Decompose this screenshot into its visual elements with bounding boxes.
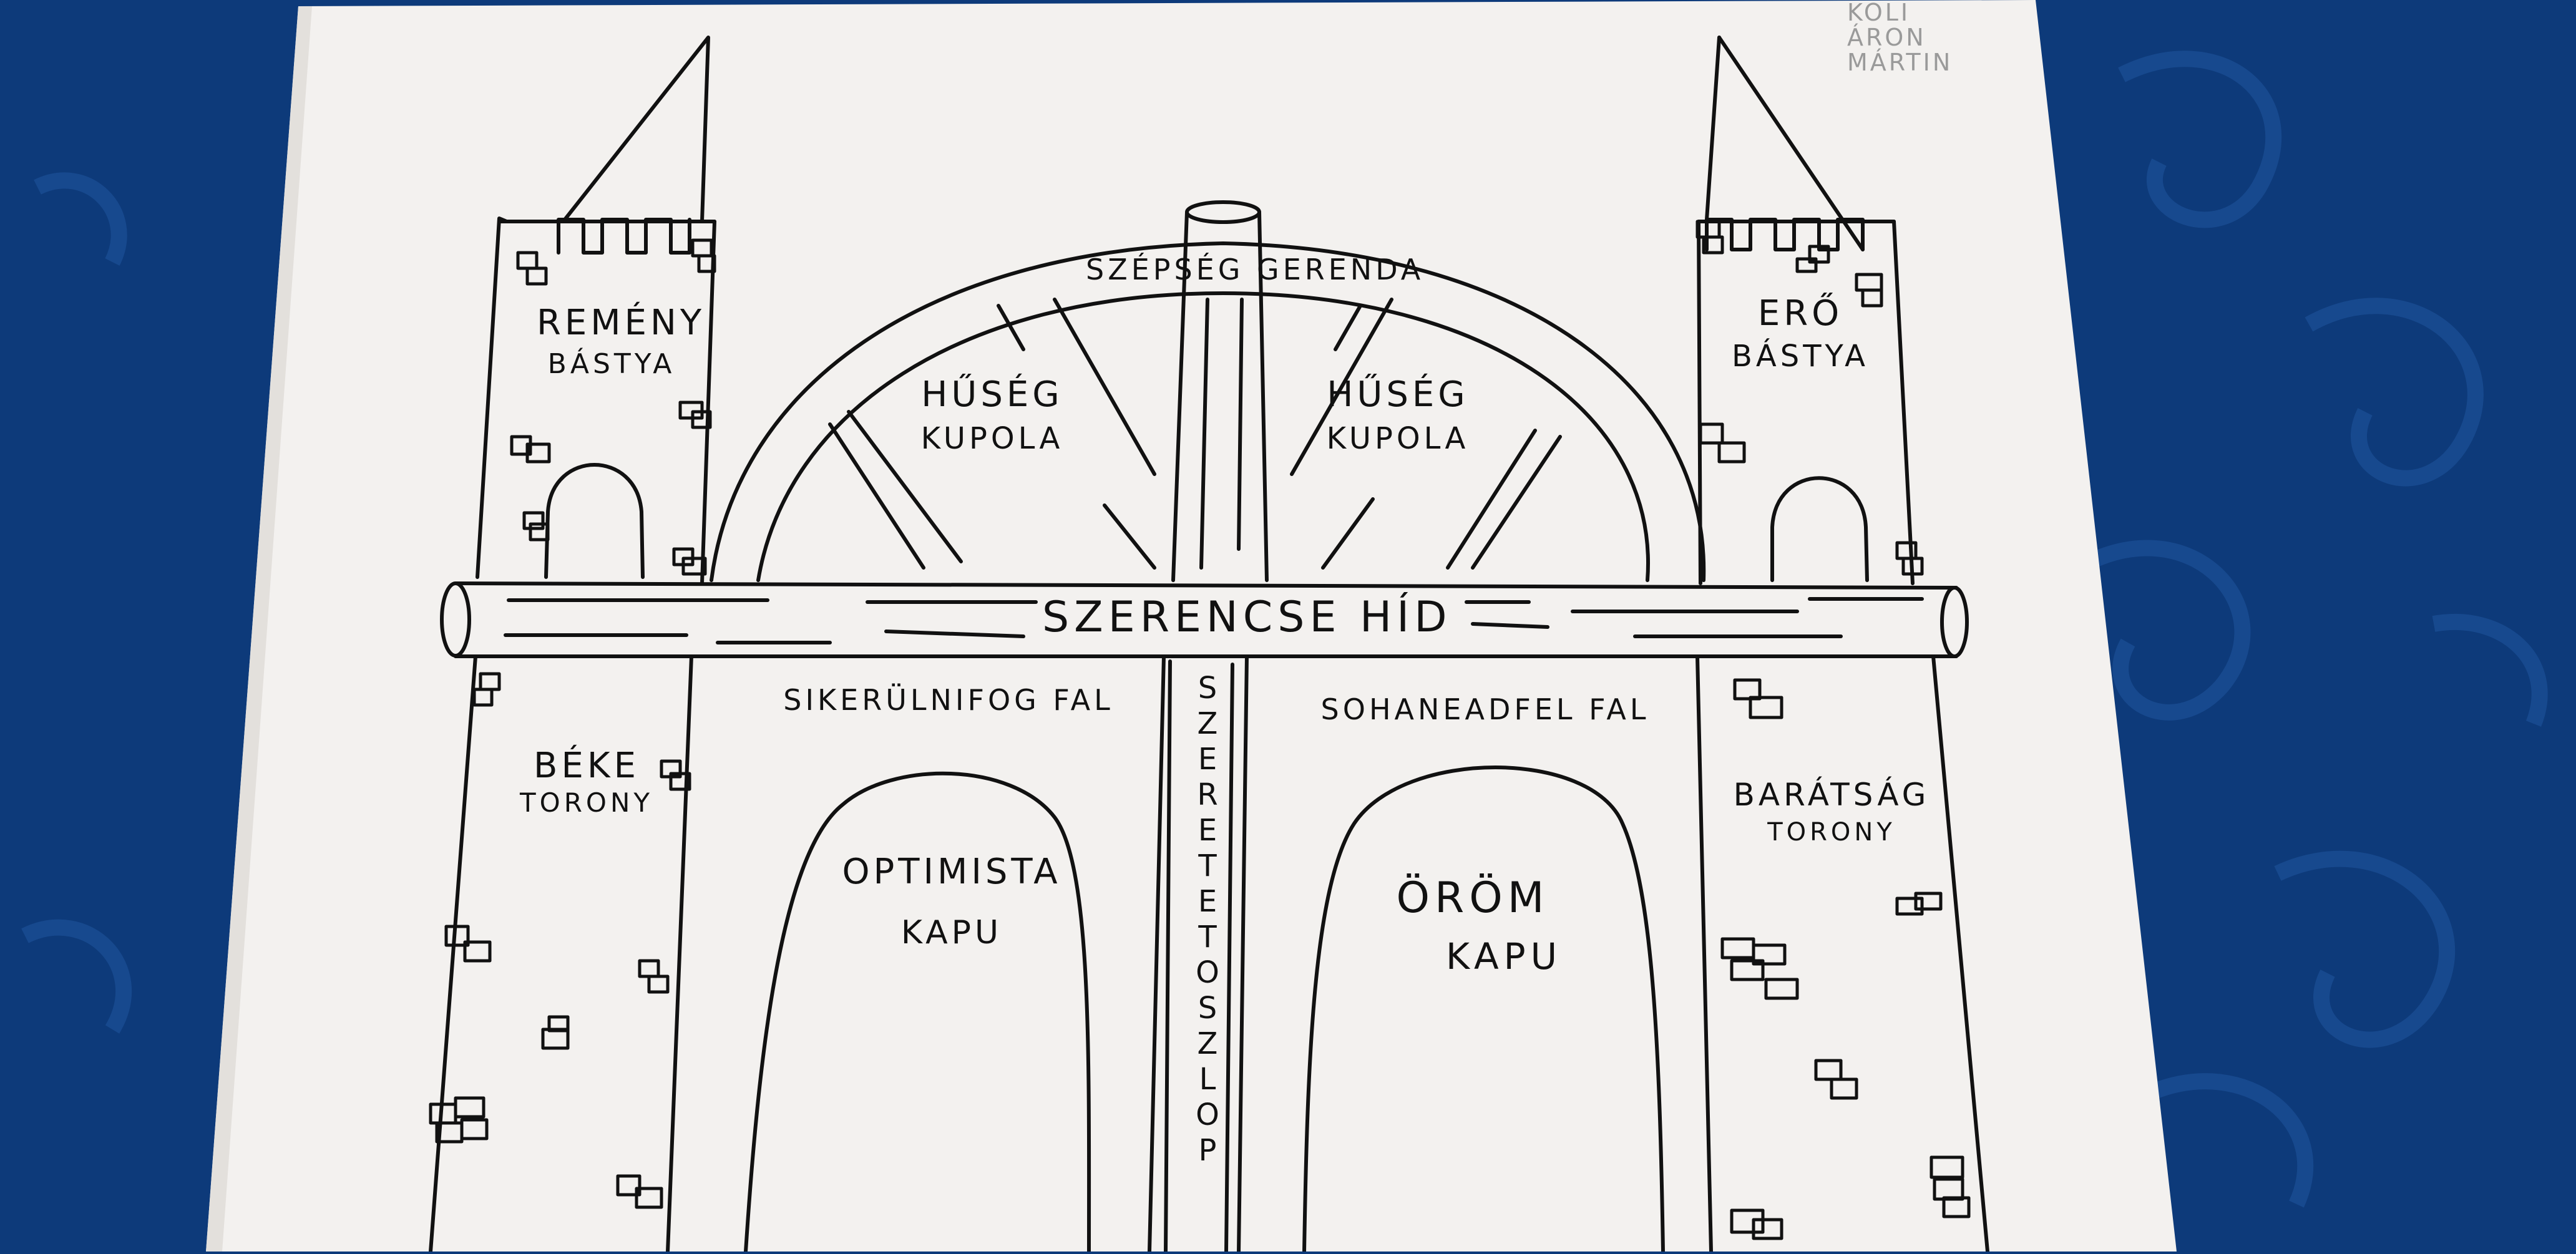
column-label: S Z E R E T E T O S Z L O P bbox=[1196, 671, 1219, 1168]
left-wall-label: SIKERÜLNIFOG FAL bbox=[783, 683, 1114, 717]
right-wall-label: SOHANEADFEL FAL bbox=[1320, 693, 1650, 726]
left-lower-tower bbox=[429, 654, 693, 1253]
author-line: KOLI bbox=[1847, 0, 1911, 26]
tablecloth-pattern bbox=[21, 51, 2548, 1208]
left-tower-label: BÉKE TORONY bbox=[519, 746, 654, 818]
left-gate-label: OPTIMISTA KAPU bbox=[842, 852, 1061, 951]
right-bastion-label: ERŐ BÁSTYA bbox=[1732, 293, 1869, 374]
tower-stones bbox=[429, 220, 1971, 1240]
right-gate-label: ÖRÖM KAPU bbox=[1396, 873, 1563, 978]
right-upper-tower bbox=[1697, 36, 1915, 585]
left-upper-tower bbox=[476, 36, 716, 585]
bridge-label: SZERENCSE HÍD bbox=[1042, 593, 1452, 642]
author-line: ÁRON bbox=[1847, 24, 1926, 51]
central-pole bbox=[1171, 200, 1269, 582]
right-dome-label: HŰSÉG KUPOLA bbox=[1326, 374, 1470, 456]
right-gate-arch bbox=[1302, 766, 1665, 1253]
dome bbox=[710, 241, 1706, 582]
left-gate-arch bbox=[744, 771, 1091, 1253]
right-tower-label: BARÁTSÁG TORONY bbox=[1733, 777, 1930, 847]
bridge-log bbox=[440, 581, 1969, 658]
love-column bbox=[1148, 654, 1249, 1253]
left-dome-label: HŰSÉG KUPOLA bbox=[920, 374, 1064, 456]
author-signature: KOLI ÁRON MÁRTIN bbox=[1847, 0, 1953, 75]
beam-label: SZÉPSÉG GERENDA bbox=[1086, 253, 1425, 286]
left-bastion-label: REMÉNY BÁSTYA bbox=[537, 303, 706, 380]
right-lower-tower bbox=[1695, 654, 1989, 1253]
paper-sheet bbox=[206, 0, 2177, 1252]
author-line: MÁRTIN bbox=[1847, 49, 1953, 76]
